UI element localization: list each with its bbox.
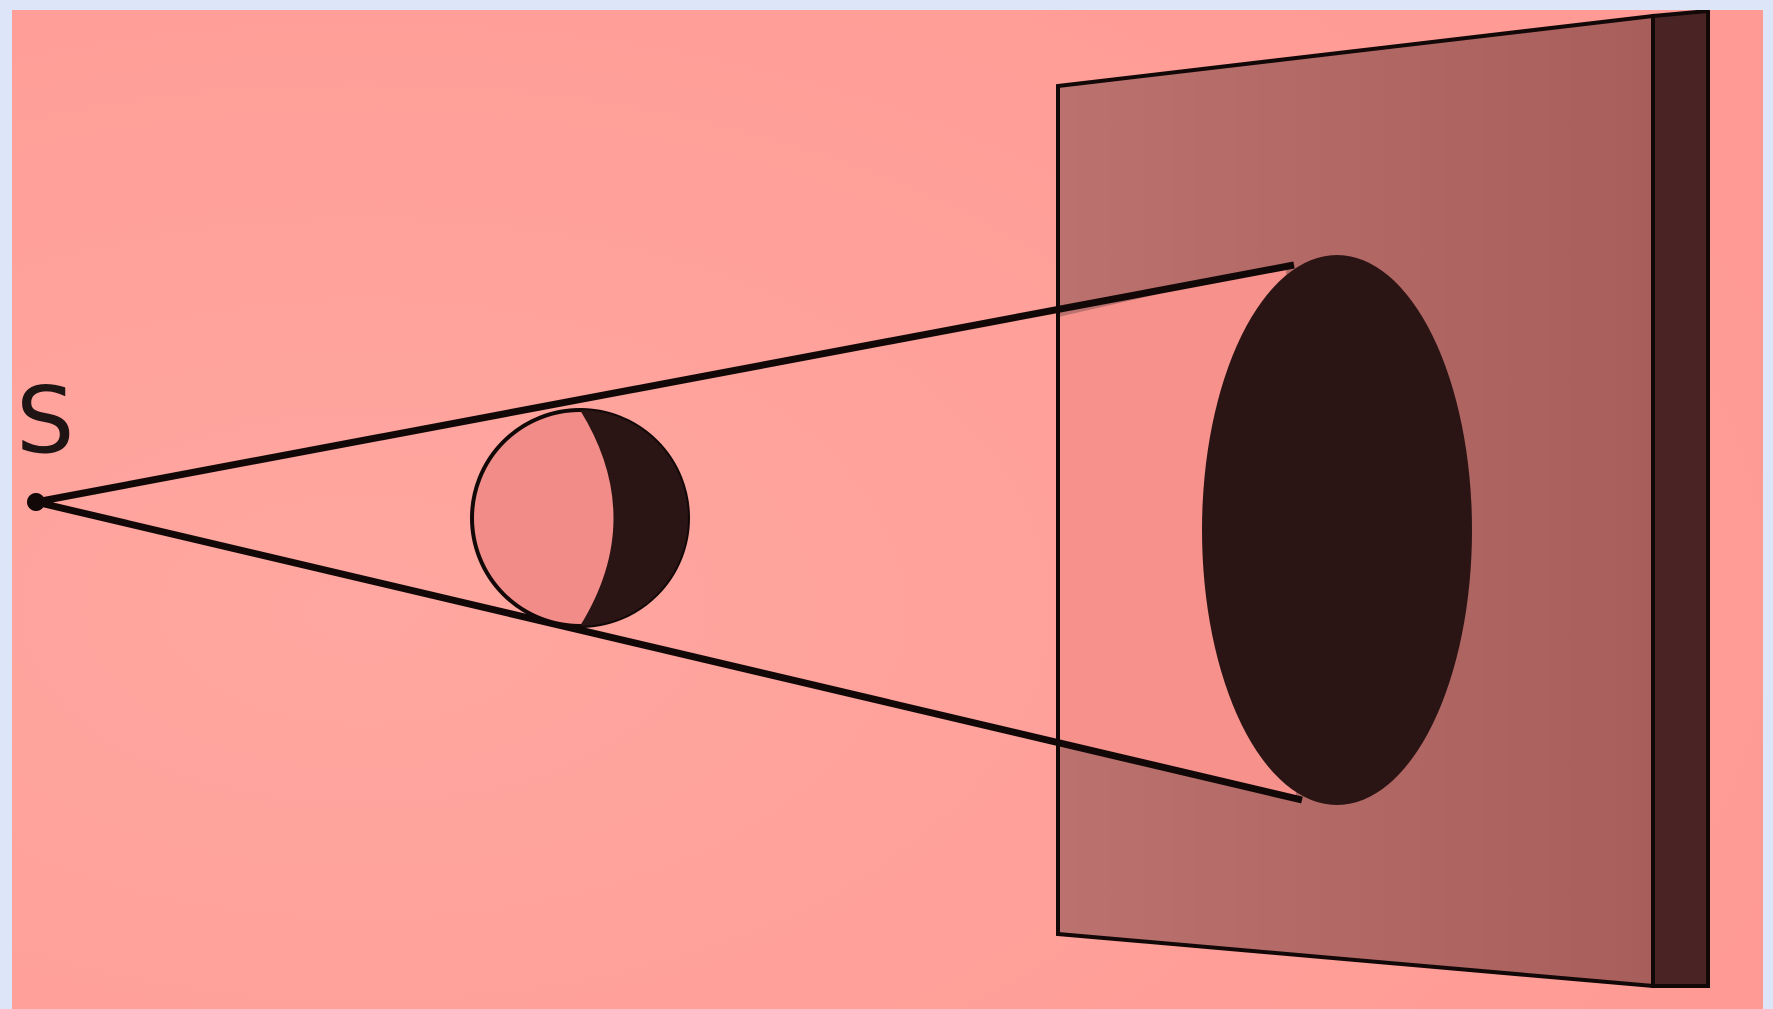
opaque-body <box>472 410 688 626</box>
shadow-diagram: S <box>12 10 1763 1009</box>
screen-edge <box>1653 11 1708 986</box>
source-label: S <box>16 367 74 474</box>
screen-shadow <box>1202 255 1472 805</box>
point-source <box>27 493 45 511</box>
diagram-canvas: S <box>12 10 1763 1009</box>
